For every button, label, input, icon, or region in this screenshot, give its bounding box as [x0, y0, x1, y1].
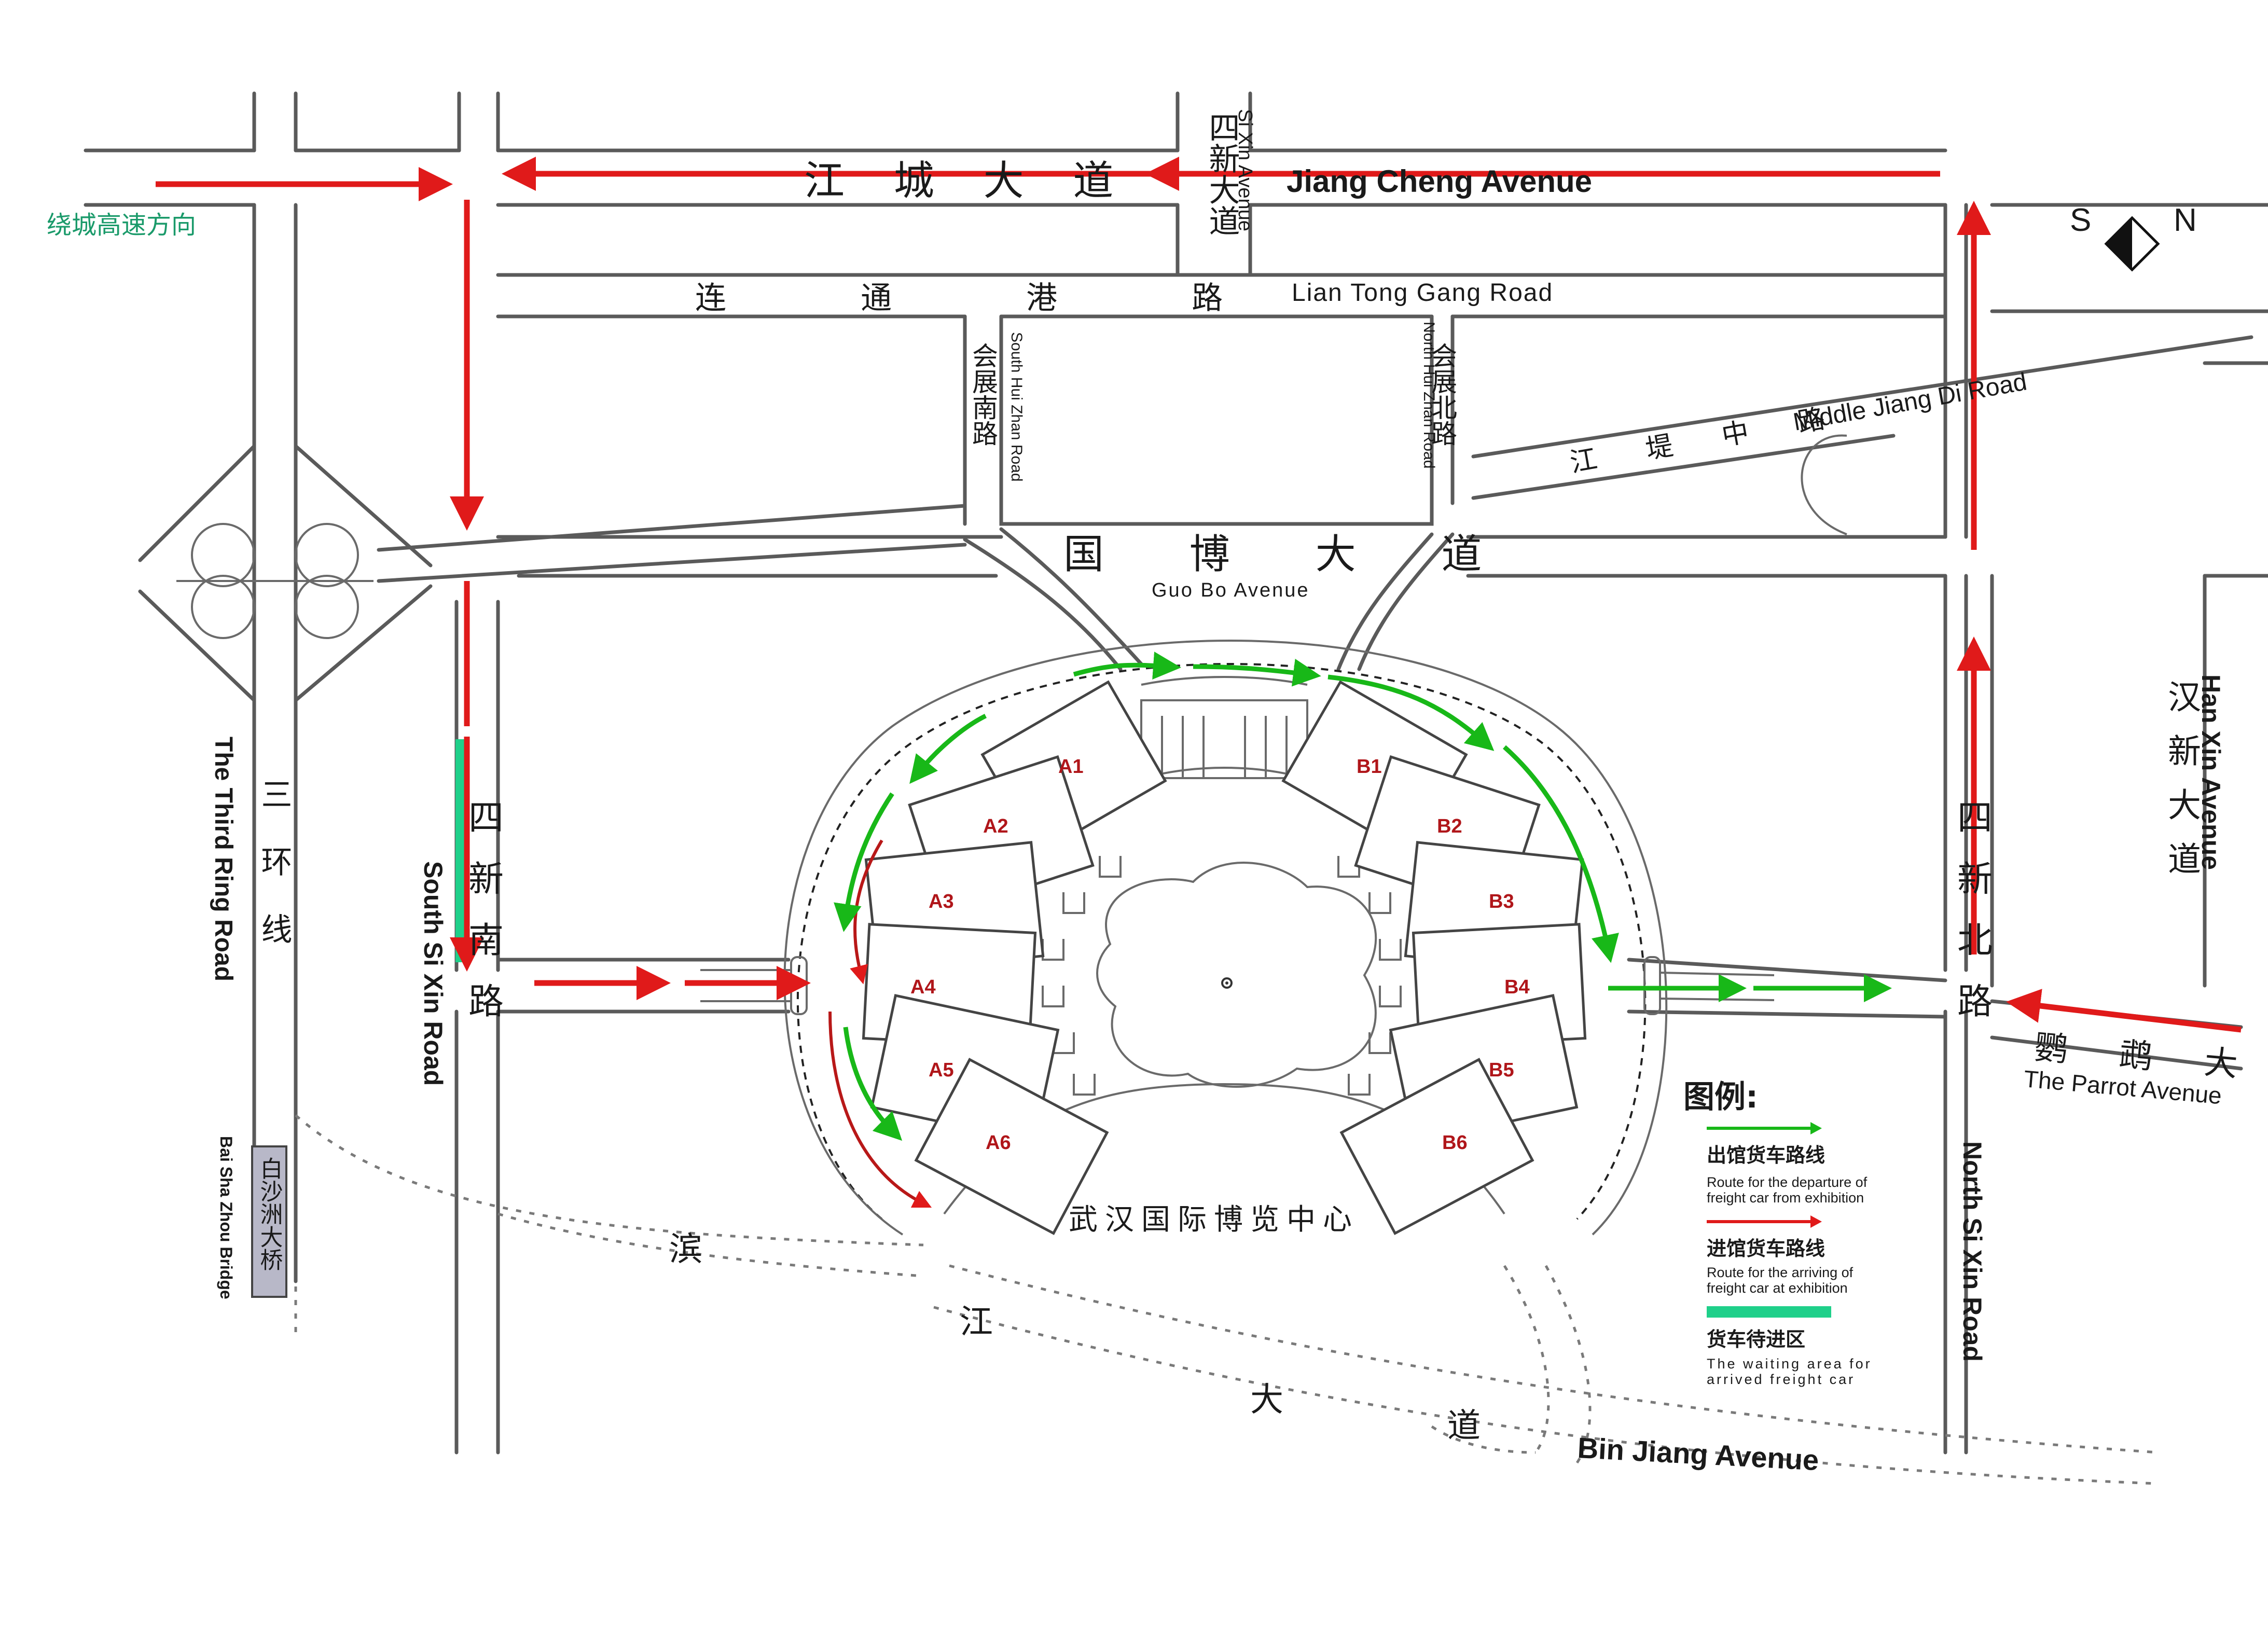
- bai-sha-label-en: Bai Sha Zhou Bridge: [217, 1136, 236, 1299]
- legend-waiting-en-1: The waiting area for: [1707, 1356, 1872, 1372]
- legend-arrival-zh: 进馆货车路线: [1707, 1237, 1825, 1260]
- hall-label-b6: B6: [1442, 1132, 1468, 1154]
- jiang-cheng-label-en: Jiang Cheng Avenue: [1287, 164, 1592, 199]
- north-si-xin-label-zh: 四新北路: [1951, 799, 1992, 1044]
- south-si-xin-label-zh: 四新南路: [462, 799, 503, 1044]
- hall-label-b5: B5: [1489, 1059, 1514, 1081]
- hall-label-a2: A2: [983, 815, 1008, 837]
- bin-jiang-label-zh-3: 大: [1250, 1381, 1283, 1419]
- hall-label-b3: B3: [1489, 891, 1514, 912]
- hui-zhan-north-label-zh: 会展北路: [1427, 342, 1457, 446]
- departure-route: [834, 652, 1892, 1141]
- hui-zhan-south-label-zh: 会展南路: [968, 342, 998, 446]
- legend-arrival-en-2: freight car at exhibition: [1707, 1280, 1848, 1296]
- lian-tong-label-zh: 连 通 港 路: [695, 280, 1285, 316]
- hall-label-a5: A5: [929, 1059, 954, 1081]
- guo-bo-label-en: Guo Bo Avenue: [1152, 579, 1310, 601]
- hall-labels: A1 A2 A3 A4 A5 A6 B1 B2 B3 B4 B5 B6 武汉国际…: [910, 756, 1530, 1237]
- legend-departure-en-2: freight car from exhibition: [1707, 1190, 1864, 1206]
- lian-tong-label-en: Lian Tong Gang Road: [1292, 279, 1553, 307]
- hall-label-a1: A1: [1058, 756, 1084, 778]
- han-xin-label-en: Han Xin Avenue: [2196, 674, 2225, 870]
- legend-departure-zh: 出馆货车路线: [1707, 1144, 1825, 1167]
- hui-zhan-north-label-en: North Hui Zhan Road: [1420, 322, 1437, 468]
- bin-jiang-label-zh-1: 滨: [669, 1230, 702, 1269]
- hall-label-b4: B4: [1504, 976, 1530, 998]
- legend-departure-en-1: Route for the departure of: [1707, 1174, 1868, 1190]
- third-ring-label-en: The Third Ring Road: [210, 737, 237, 981]
- hall-label-b2: B2: [1437, 815, 1462, 837]
- road-labels: 江 城 大 道 Jiang Cheng Avenue 连 通 港 路 Lian …: [47, 109, 2268, 1476]
- legend-waiting-zh: 货车待进区: [1707, 1328, 1805, 1351]
- legend-waiting-en-2: arrived freight car: [1707, 1372, 1855, 1387]
- hui-zhan-south-label-en: South Hui Zhan Road: [1008, 332, 1025, 482]
- legend-arrival-en-1: Route for the arriving of: [1707, 1265, 1854, 1280]
- compass-north-label: N: [2174, 202, 2197, 238]
- north-si-xin-label-en: North Si Xin Road: [1958, 1141, 1987, 1362]
- bin-jiang-label-zh-2: 江: [960, 1303, 993, 1341]
- guo-bo-label-zh: 国 博 大 道: [1063, 531, 1518, 578]
- bin-jiang-label-zh-4: 道: [1447, 1407, 1481, 1445]
- hall-label-a3: A3: [929, 891, 954, 912]
- compass: S N: [2070, 202, 2197, 272]
- exhibition-center: [700, 640, 1775, 1236]
- bai-sha-label-zh: 白沙洲大桥: [256, 1157, 283, 1271]
- hall-b6: [1339, 1058, 1534, 1235]
- ring-expressway-label: 绕城高速方向: [47, 211, 196, 240]
- jiang-cheng-label-zh: 江 城 大 道: [804, 158, 1131, 204]
- center-name: 武汉国际博览中心: [1069, 1203, 1359, 1237]
- bin-jiang-label-en: Bin Jiang Avenue: [1576, 1431, 1819, 1476]
- south-si-xin-label-en: South Si Xin Road: [419, 861, 448, 1086]
- legend: 图例: 出馆货车路线 Route for the departure of fr…: [1683, 1079, 1872, 1387]
- han-xin-label-zh: 汉新大道: [2162, 680, 2201, 895]
- compass-south-label: S: [2070, 202, 2091, 238]
- hall-label-b1: B1: [1357, 756, 1382, 778]
- third-ring-label-zh: 三环线: [256, 778, 292, 980]
- hall-label-a4: A4: [910, 976, 936, 998]
- bai-sha-bridge-box: [251, 1145, 287, 1298]
- si-xin-avenue-label-en: Si Xin Avenue: [1234, 109, 1256, 231]
- hall-a6: [914, 1058, 1109, 1235]
- si-xin-avenue-label-zh: 四新大道: [1204, 112, 1240, 236]
- arrival-route: [156, 157, 2242, 1208]
- hall-label-a6: A6: [986, 1132, 1011, 1154]
- legend-title: 图例:: [1683, 1079, 1758, 1115]
